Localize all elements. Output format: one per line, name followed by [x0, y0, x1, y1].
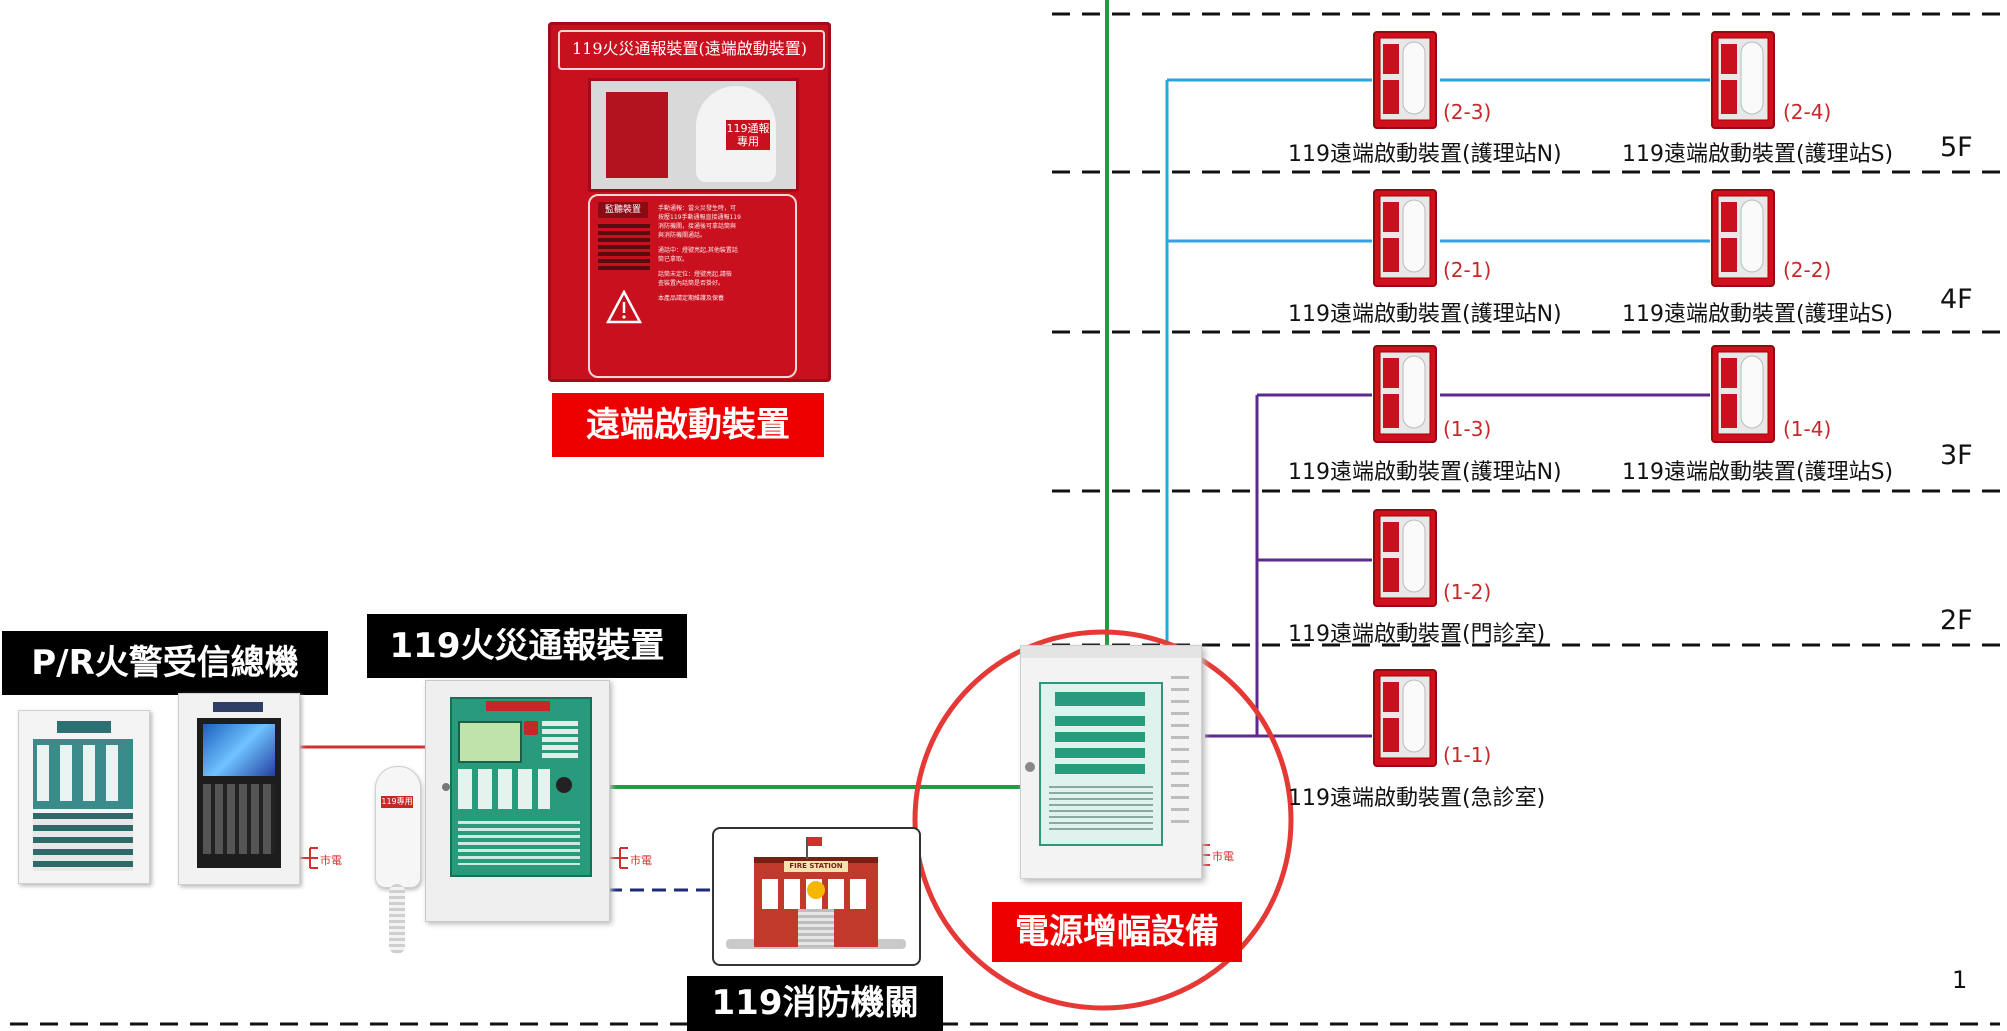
- page-number: 1: [1952, 966, 1968, 994]
- pr-panel-right-photo: [178, 693, 300, 885]
- device-label: 119遠端啟動裝置(護理站S): [1622, 302, 1894, 327]
- fire-station-icon: FIRE STATION: [754, 857, 878, 947]
- fire-report-device-photo: [425, 680, 610, 922]
- device-label: 119遠端啟動裝置(急診室): [1288, 786, 1546, 811]
- power-amplifier-title: 電源增幅設備: [992, 902, 1242, 962]
- device-label: 119遠端啟動裝置(門診室): [1288, 622, 1546, 647]
- floor-label-2f: 2F: [1940, 605, 1973, 636]
- fire-station-sign: FIRE STATION: [784, 861, 848, 872]
- device-code: (2-4): [1783, 100, 1832, 124]
- phone-badge: 119專用: [381, 796, 413, 808]
- remote-device-icon: [1372, 508, 1438, 608]
- mains-power-label-3: 市電: [1212, 850, 1234, 863]
- device-code: (2-3): [1443, 100, 1492, 124]
- device-label: 119遠端啟動裝置(護理站N): [1288, 302, 1562, 327]
- floor-label-4f: 4F: [1940, 284, 1973, 315]
- floor-label-3f: 3F: [1940, 440, 1973, 471]
- green-signal-line: [608, 0, 1109, 789]
- fire-station-frame: FIRE STATION: [712, 827, 921, 966]
- remote-device-icon: [1372, 30, 1438, 130]
- remote-speaker-label: 監聽裝置: [598, 202, 648, 218]
- remote-device-icon: [1372, 344, 1438, 444]
- device-label: 119遠端啟動裝置(護理站N): [1288, 460, 1562, 485]
- fire-report-device-title: 119火災通報裝置: [367, 614, 687, 678]
- floor-separators: [10, 12, 2000, 1026]
- pr-panel-left-photo: [18, 710, 150, 884]
- remote-device-icon: [1372, 668, 1438, 768]
- handset-photo: 119專用: [371, 766, 423, 956]
- power-amplifier-photo: [1020, 645, 1202, 879]
- floor-label-5f: 5F: [1940, 132, 1973, 163]
- device-code: (1-1): [1443, 743, 1492, 767]
- device-label: 119遠端啟動裝置(護理站S): [1622, 460, 1894, 485]
- remote-device-icon: [1710, 344, 1776, 444]
- remote-header-text: 119火災通報裝置(遠端啟動裝置): [571, 39, 808, 58]
- device-code: (2-2): [1783, 258, 1832, 282]
- remote-device-title: 遠端啟動裝置: [552, 393, 824, 457]
- purple-riser-line: [1205, 393, 1710, 738]
- device-code: (2-1): [1443, 258, 1492, 282]
- remote-badge: 119通報專用: [726, 120, 770, 150]
- device-label: 119遠端啟動裝置(護理站S): [1622, 142, 1894, 167]
- remote-device-icon: [1710, 188, 1776, 288]
- remote-device-photo: 119火災通報裝置(遠端啟動裝置) 119通報專用 監聽裝置 手動通報：當火災發…: [548, 22, 831, 382]
- highlight-circle: [912, 629, 1294, 1011]
- blue-riser-line: [1165, 78, 1710, 650]
- device-code: (1-2): [1443, 580, 1492, 604]
- mains-power-label-2: 市電: [630, 854, 652, 867]
- device-code: (1-4): [1783, 417, 1832, 441]
- remote-device-icon: [1372, 188, 1438, 288]
- warning-icon: [605, 289, 643, 324]
- speaker-grille-icon: [598, 224, 650, 270]
- remote-device-icon: [1710, 30, 1776, 130]
- fire-department-title: 119消防機關: [687, 976, 943, 1031]
- pr-panel-title: P/R火警受信總機: [2, 631, 328, 695]
- remote-instructions: 手動通報：當火災發生時，可 按壓119手動通報直接通報119 消防機關，接通後可…: [658, 205, 741, 302]
- device-label: 119遠端啟動裝置(護理站N): [1288, 142, 1562, 167]
- mains-power-label: 市電: [320, 854, 342, 867]
- device-code: (1-3): [1443, 417, 1492, 441]
